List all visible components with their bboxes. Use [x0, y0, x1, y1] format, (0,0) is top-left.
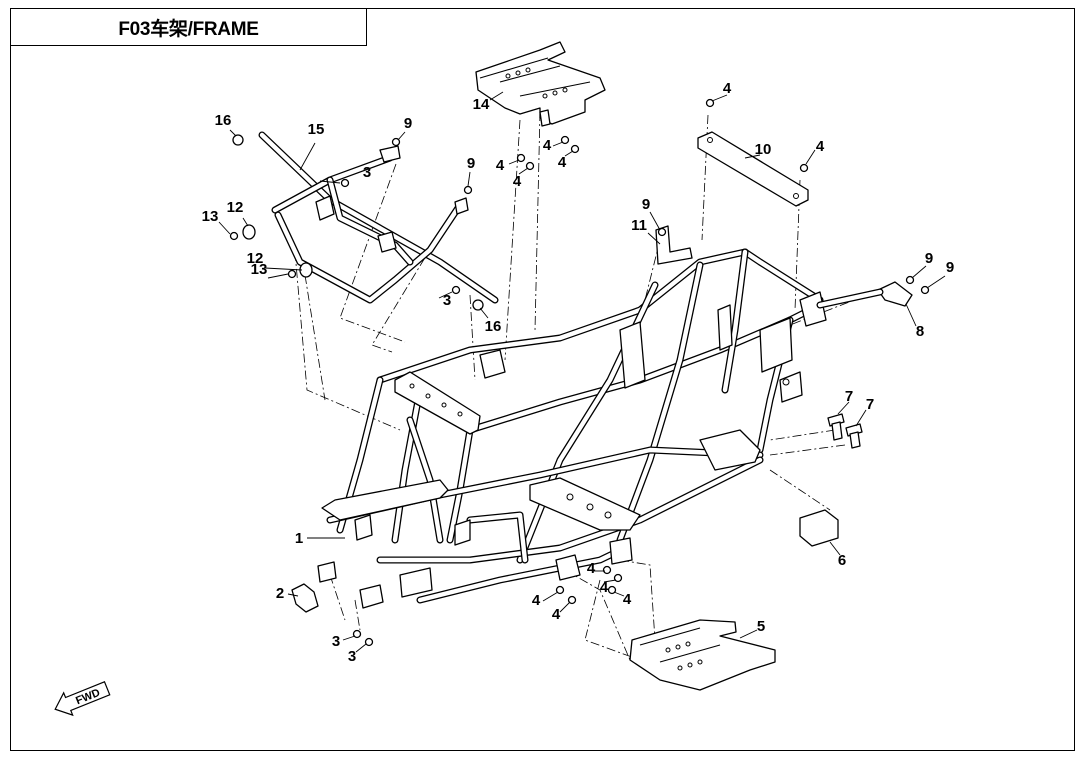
- callout-4: 4: [543, 137, 552, 154]
- callout-12: 12: [247, 250, 264, 267]
- leader-lines: [218, 91, 946, 653]
- callout-9: 9: [642, 196, 650, 213]
- callout-15: 15: [308, 121, 325, 138]
- callout-3: 3: [332, 633, 340, 650]
- callout-11: 11: [631, 217, 647, 234]
- callout-4: 4: [552, 606, 561, 623]
- callout-4: 4: [623, 591, 632, 608]
- page-title: F03车架/FRAME: [118, 18, 259, 40]
- cross-bar: [697, 131, 809, 207]
- callout-16: 16: [215, 112, 232, 129]
- callout-9: 9: [946, 259, 954, 276]
- front-footrest: [629, 619, 776, 691]
- drawing-border: [10, 8, 1075, 751]
- callout-4: 4: [816, 138, 825, 155]
- callout-8: 8: [916, 323, 924, 340]
- rear-upper-frame: [258, 131, 499, 304]
- main-frame: [317, 225, 827, 609]
- callout-3: 3: [348, 648, 356, 665]
- callout-4: 4: [558, 154, 567, 171]
- callout-3: 3: [363, 164, 371, 181]
- callout-13: 13: [251, 261, 268, 278]
- callout-4: 4: [587, 560, 596, 577]
- callout-7: 7: [845, 388, 853, 405]
- part-2-bushing: [291, 583, 319, 613]
- callout-1: 1: [295, 530, 303, 547]
- callout-10: 10: [755, 141, 772, 158]
- fwd-arrow-icon: FWD: [54, 680, 111, 717]
- callout-16: 16: [485, 318, 502, 335]
- rear-rack-bracket: [475, 41, 606, 127]
- callout-labels: 1 2 3 3 3 3 4 4 4 4 4 4 4 4 4 4 4 5 6 7 …: [202, 80, 955, 665]
- part-13-nut-b: [287, 269, 297, 279]
- callout-4: 4: [513, 173, 522, 190]
- part-16-cap-a: [232, 134, 244, 146]
- part-6-block: [799, 509, 839, 547]
- title-box: F03车架/FRAME: [10, 8, 367, 46]
- callout-14: 14: [473, 96, 490, 113]
- callout-7: 7: [866, 396, 874, 413]
- callout-4: 4: [600, 579, 609, 596]
- callout-6: 6: [838, 552, 846, 569]
- callout-12: 12: [227, 199, 244, 216]
- callout-9: 9: [925, 250, 933, 267]
- part-8-bracket: [877, 281, 913, 307]
- small-parts: [229, 98, 930, 647]
- callout-4: 4: [723, 80, 732, 97]
- callout-2: 2: [276, 585, 284, 602]
- callout-4: 4: [532, 592, 541, 609]
- part-13-nut-a: [229, 231, 239, 241]
- callout-4: 4: [496, 157, 505, 174]
- fwd-label: FWD: [74, 687, 102, 708]
- part-12-grommet-a: [242, 224, 256, 240]
- callout-13: 13: [202, 208, 219, 225]
- callout-9: 9: [404, 115, 412, 132]
- callout-5: 5: [757, 618, 765, 635]
- callout-9: 9: [467, 155, 475, 172]
- callout-3: 3: [443, 292, 451, 309]
- part-16-cap-b: [472, 299, 484, 311]
